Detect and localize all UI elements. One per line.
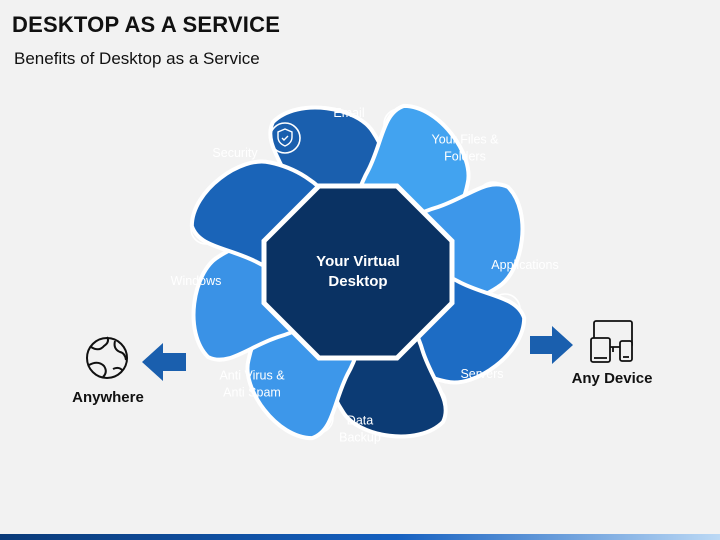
shield-icon — [269, 122, 301, 154]
anywhere-label: Anywhere — [72, 389, 144, 406]
left-arrow — [142, 343, 186, 381]
center-label-line1: Your Virtual — [316, 253, 400, 270]
petal-windows-label: Windows — [171, 274, 222, 288]
petal-servers-label: Servers — [460, 367, 503, 381]
petal-antivirus-label: Anti Virus & — [219, 369, 285, 383]
petal-applications-label: Applications — [491, 258, 558, 272]
petal-backup-label: Backup — [339, 431, 381, 445]
devices-icon — [590, 320, 633, 363]
center-octagon — [261, 183, 455, 361]
petal-security-label: Security — [212, 146, 258, 160]
petal-backup-label: Data — [347, 414, 373, 428]
petal-files-label: Your Files & — [432, 133, 500, 147]
center-label-line2: Desktop — [328, 273, 387, 290]
any-device-label: Any Device — [571, 370, 653, 387]
bottom-accent-bar — [0, 534, 720, 540]
petal-files-label: Folders — [444, 150, 486, 164]
globe-icon — [86, 336, 128, 379]
right-arrow — [530, 326, 573, 364]
page-subtitle: Benefits of Desktop as a Service — [14, 49, 260, 68]
petal-antivirus-label: Anti Spam — [223, 386, 281, 400]
page-title: DESKTOP AS A SERVICE — [12, 12, 281, 37]
petal-email-label: Email — [333, 106, 364, 120]
